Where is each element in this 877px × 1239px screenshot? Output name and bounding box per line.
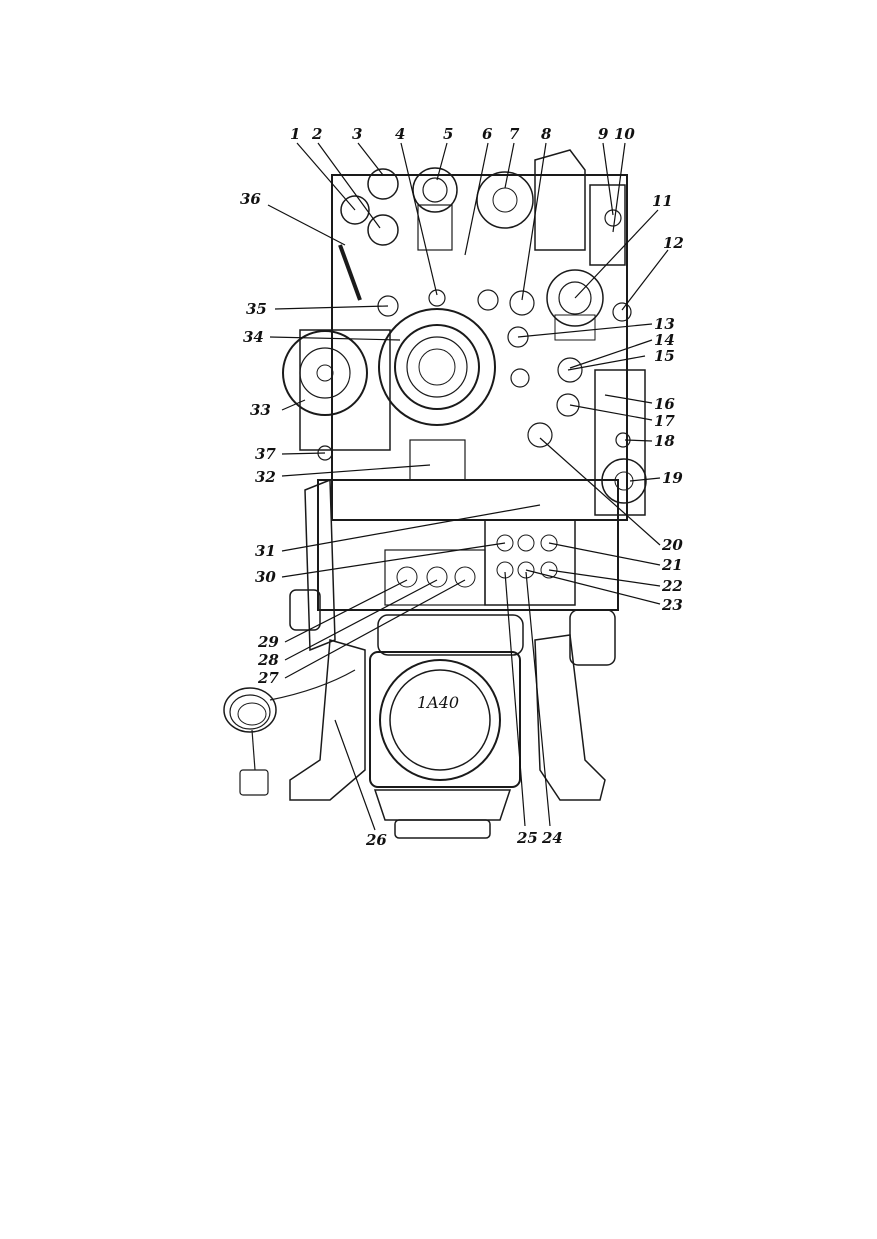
callout-27: 27 — [257, 669, 279, 687]
top-knobs — [338, 167, 632, 341]
callout-31: 31 — [255, 542, 276, 560]
callout-33: 33 — [250, 401, 271, 419]
callout-10: 10 — [614, 125, 635, 143]
callout-30: 30 — [255, 568, 276, 586]
jack-panel — [396, 534, 558, 588]
lens-housing: 1A40 — [369, 651, 521, 839]
callout-4: 4 — [395, 125, 405, 143]
callout-22: 22 — [661, 577, 683, 595]
callout-numbers: 1 2 3 4 5 6 7 8 9 10 11 12 13 14 15 16 1… — [240, 125, 684, 849]
callout-16: 16 — [654, 395, 675, 413]
leader-lines — [267, 142, 669, 831]
callout-26: 26 — [365, 831, 387, 849]
callout-15: 15 — [654, 347, 675, 365]
callout-36: 36 — [240, 190, 261, 208]
callout-7: 7 — [509, 125, 520, 143]
callout-23: 23 — [661, 596, 683, 614]
cable-coil — [223, 669, 356, 796]
callout-18: 18 — [654, 432, 675, 450]
callout-11: 11 — [652, 192, 673, 210]
callout-9: 9 — [598, 125, 609, 143]
callout-8: 8 — [541, 125, 552, 143]
callout-32: 32 — [255, 468, 276, 486]
callout-35: 35 — [246, 300, 267, 318]
callout-14: 14 — [654, 331, 675, 349]
callout-20: 20 — [661, 536, 683, 554]
callout-6: 6 — [482, 125, 493, 143]
main-dial — [378, 308, 496, 481]
callout-19: 19 — [662, 469, 683, 487]
side-knobs — [317, 326, 647, 504]
callout-5: 5 — [443, 125, 453, 143]
callout-37: 37 — [255, 445, 276, 463]
callout-17: 17 — [654, 412, 675, 430]
callout-1: 1 — [290, 125, 300, 143]
callout-24: 24 — [541, 829, 563, 847]
callout-3: 3 — [352, 125, 362, 143]
callout-34: 34 — [243, 328, 264, 346]
callout-21: 21 — [661, 556, 683, 574]
stand-legs — [289, 614, 606, 801]
callout-29: 29 — [257, 633, 279, 651]
device-body — [289, 149, 646, 666]
callout-12: 12 — [663, 234, 684, 252]
lens-marking: 1A40 — [417, 693, 459, 712]
callout-2: 2 — [311, 125, 322, 143]
callout-13: 13 — [654, 315, 675, 333]
reel — [282, 330, 368, 416]
callout-25: 25 — [516, 829, 538, 847]
callout-28: 28 — [257, 651, 279, 669]
